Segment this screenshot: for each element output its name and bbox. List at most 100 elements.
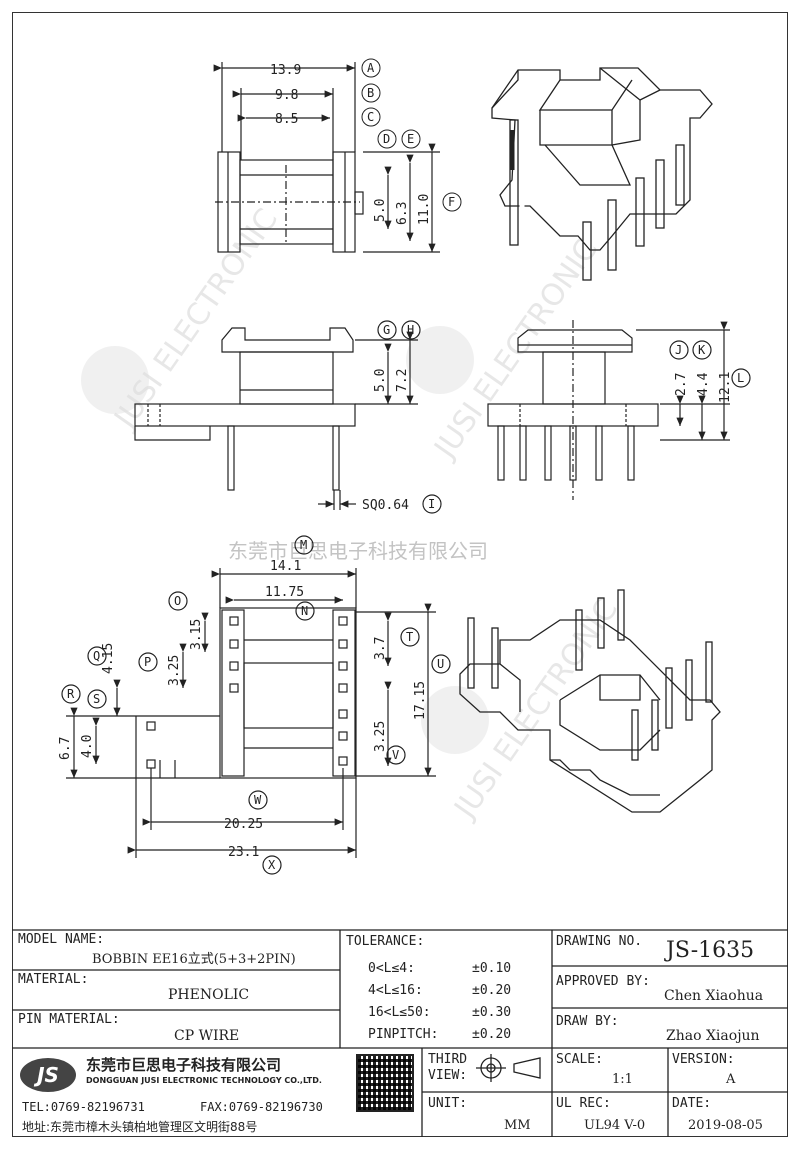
date: 2019-08-05	[688, 1118, 763, 1133]
third-view-label-2: VIEW:	[428, 1068, 468, 1083]
svg-text:6.3: 6.3	[395, 202, 410, 225]
company-name-en: DONGGUAN JUSI ELECTRONIC TECHNOLOGY CO.,…	[86, 1076, 322, 1085]
svg-text:T: T	[406, 630, 413, 644]
svg-text:11.75: 11.75	[265, 585, 304, 600]
svg-text:5.0: 5.0	[373, 199, 388, 222]
svg-text:V: V	[392, 748, 399, 762]
svg-text:17.15: 17.15	[413, 681, 428, 720]
version: A	[726, 1072, 736, 1087]
svg-text:D: D	[383, 132, 390, 146]
svg-text:H: H	[407, 323, 414, 337]
svg-text:K: K	[698, 343, 706, 357]
svg-text:Q: Q	[93, 649, 100, 663]
svg-text:SQ0.64: SQ0.64	[362, 498, 409, 513]
isometric-view-top	[491, 67, 713, 281]
company-logo: JS	[20, 1058, 76, 1092]
top-view	[213, 62, 440, 253]
front-view	[487, 320, 751, 500]
svg-text:W: W	[254, 793, 262, 807]
svg-text:F: F	[448, 195, 455, 209]
svg-text:3.25: 3.25	[373, 721, 388, 752]
approved-by: Chen Xiaohua	[664, 988, 764, 1004]
svg-text:C: C	[367, 110, 374, 124]
svg-text:S: S	[93, 692, 100, 706]
third-view-label: THIRD	[428, 1052, 468, 1067]
svg-text:B: B	[367, 86, 374, 100]
svg-text:14.1: 14.1	[270, 559, 301, 574]
svg-text:7.2: 7.2	[395, 369, 410, 392]
svg-text:O: O	[174, 594, 181, 608]
approved-by-label: APPROVED BY:	[556, 974, 650, 989]
pin-material-label: PIN MATERIAL:	[18, 1012, 120, 1027]
svg-text:L: L	[737, 371, 744, 385]
svg-text:4.15: 4.15	[101, 643, 116, 674]
qr-code	[356, 1054, 414, 1112]
tolerance-value: ±0.20	[472, 1027, 512, 1042]
svg-text:X: X	[268, 858, 276, 872]
model-name: BOBBIN EE16立式(5+3+2PIN)	[92, 952, 296, 967]
tolerance-label: TOLERANCE:	[346, 934, 425, 949]
material: PHENOLIC	[168, 987, 250, 1003]
scale: 1:1	[612, 1072, 633, 1087]
svg-text:P: P	[144, 655, 151, 669]
top-view-labels	[361, 58, 462, 212]
tolerance-range: PINPITCH:	[368, 1027, 439, 1042]
draw-by-label: DRAW BY:	[556, 1014, 619, 1029]
svg-text:I: I	[428, 497, 435, 511]
draw-by: Zhao Xiaojun	[666, 1028, 760, 1044]
svg-text:5.0: 5.0	[373, 369, 388, 392]
drawing-no-label: DRAWING NO.	[556, 934, 643, 949]
ul-rec-label: UL REC:	[556, 1096, 611, 1111]
date-label: DATE:	[672, 1096, 712, 1111]
svg-text:13.9: 13.9	[270, 63, 301, 78]
svg-text:3.15: 3.15	[189, 619, 204, 650]
svg-text:3.7: 3.7	[373, 637, 388, 660]
model-name-label: MODEL NAME:	[18, 932, 105, 947]
tolerance-value: ±0.10	[472, 961, 512, 976]
svg-text:2.7: 2.7	[674, 373, 689, 396]
svg-text:J: J	[675, 343, 682, 357]
svg-text:6.7: 6.7	[58, 737, 73, 760]
svg-text:4.0: 4.0	[80, 735, 95, 758]
bottom-view	[61, 535, 451, 875]
title-block-grid	[12, 929, 788, 1137]
svg-text:A: A	[367, 61, 375, 75]
drawing-no: JS-1635	[666, 938, 755, 963]
watermark: JUSI ELECTRONIC JUSI ELECTRONIC JUSI ELE…	[81, 202, 625, 826]
svg-text:12.1: 12.1	[718, 372, 733, 403]
svg-text:3.25: 3.25	[167, 655, 182, 686]
ul-rec: UL94 V-0	[584, 1118, 646, 1133]
svg-text:M: M	[300, 538, 307, 552]
company-tel: TEL:0769-82196731	[22, 1100, 145, 1114]
company-address: 地址:东莞市樟木头镇柏地管理区文明街88号	[22, 1120, 258, 1134]
svg-text:E: E	[407, 132, 414, 146]
company-fax: FAX:0769-82196730	[200, 1100, 323, 1114]
top-view-dims: 13.9 9.8 8.5 5.0 6.3 11.0	[270, 63, 432, 225]
svg-text:N: N	[301, 604, 308, 618]
unit: MM	[504, 1118, 531, 1133]
svg-text:8.5: 8.5	[275, 112, 298, 127]
unit-label: UNIT:	[428, 1096, 468, 1111]
svg-text:9.8: 9.8	[275, 88, 298, 103]
svg-text:G: G	[383, 323, 390, 337]
svg-text:20.25: 20.25	[224, 817, 263, 832]
tolerance-value: ±0.20	[472, 983, 512, 998]
material-label: MATERIAL:	[18, 972, 89, 987]
tolerance-range: 4<L≤16:	[368, 983, 423, 998]
tolerance-value: ±0.30	[472, 1005, 512, 1020]
company-name-cn: 东莞市巨思电子科技有限公司	[86, 1056, 282, 1074]
svg-text:23.1: 23.1	[228, 845, 259, 860]
side-view	[134, 320, 442, 514]
scale-label: SCALE:	[556, 1052, 603, 1067]
svg-text:东莞市巨思电子科技有限公司: 东莞市巨思电子科技有限公司	[228, 539, 488, 563]
svg-text:11.0: 11.0	[417, 194, 432, 225]
pin-material: CP WIRE	[174, 1028, 240, 1044]
svg-text:R: R	[67, 687, 75, 701]
svg-text:U: U	[437, 657, 444, 671]
svg-text:4.4: 4.4	[696, 372, 711, 396]
tolerance-range: 0<L≤4:	[368, 961, 415, 976]
drawing-frame	[12, 12, 788, 1137]
version-label: VERSION:	[672, 1052, 735, 1067]
isometric-view-bottom	[459, 589, 721, 813]
